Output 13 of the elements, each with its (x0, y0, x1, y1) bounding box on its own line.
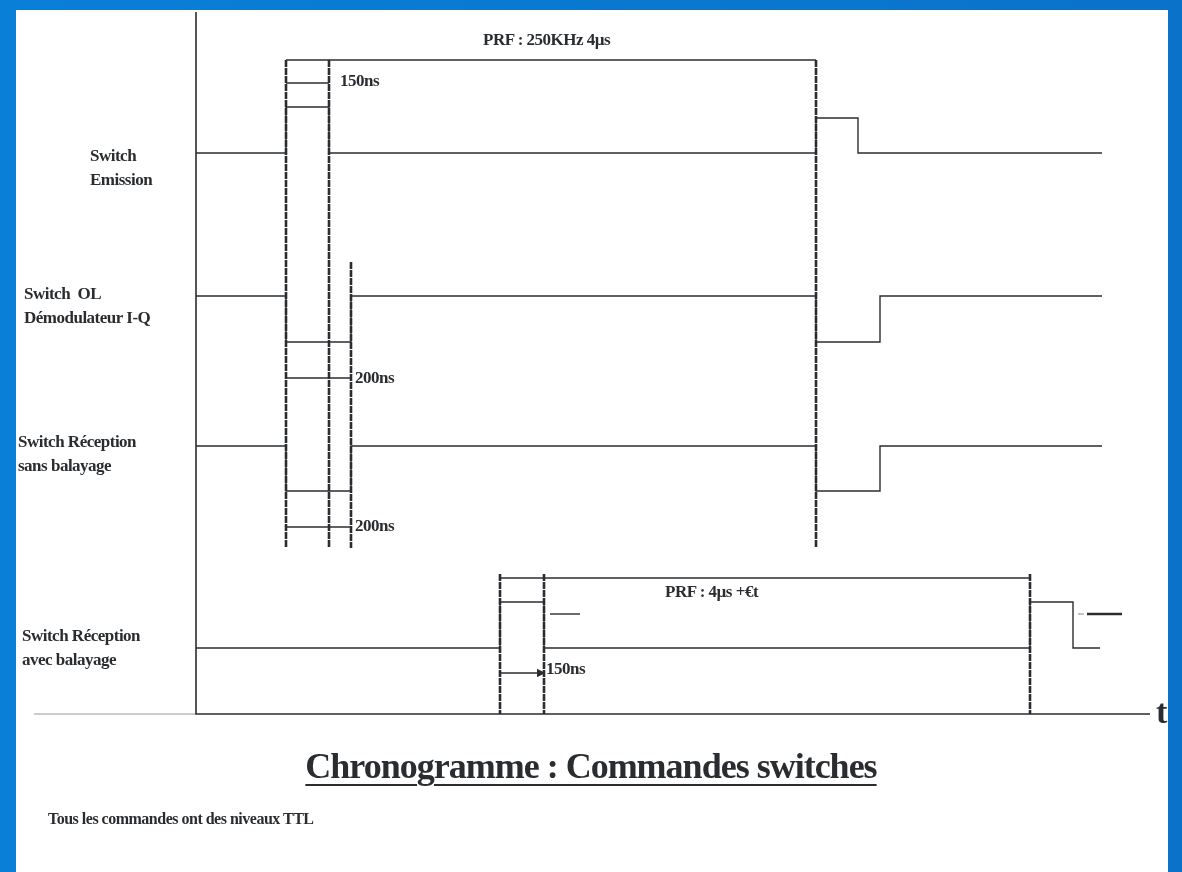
footnote: Tous les commandes ont des niveaux TTL (48, 809, 314, 829)
signal-name: Switch Réception avec balayage (22, 625, 142, 671)
axis-label: t (1156, 692, 1167, 732)
signal-name: Switch Emission (90, 145, 154, 191)
signal-name: Switch OL Démodulateur I-Q (24, 283, 152, 329)
duration-label: 150ns (340, 70, 380, 92)
duration-label: 200ns (355, 515, 395, 537)
diagram-title: Chronogramme : Commandes switches (305, 746, 877, 786)
duration-label: 200ns (355, 367, 395, 389)
period-label: PRF : 250KHz 4µs (483, 29, 611, 51)
period-label: PRF : 4µs +€t (665, 581, 759, 603)
duration-label: 150ns (546, 658, 586, 680)
signal-name: Switch Réception sans balayage (18, 431, 138, 477)
